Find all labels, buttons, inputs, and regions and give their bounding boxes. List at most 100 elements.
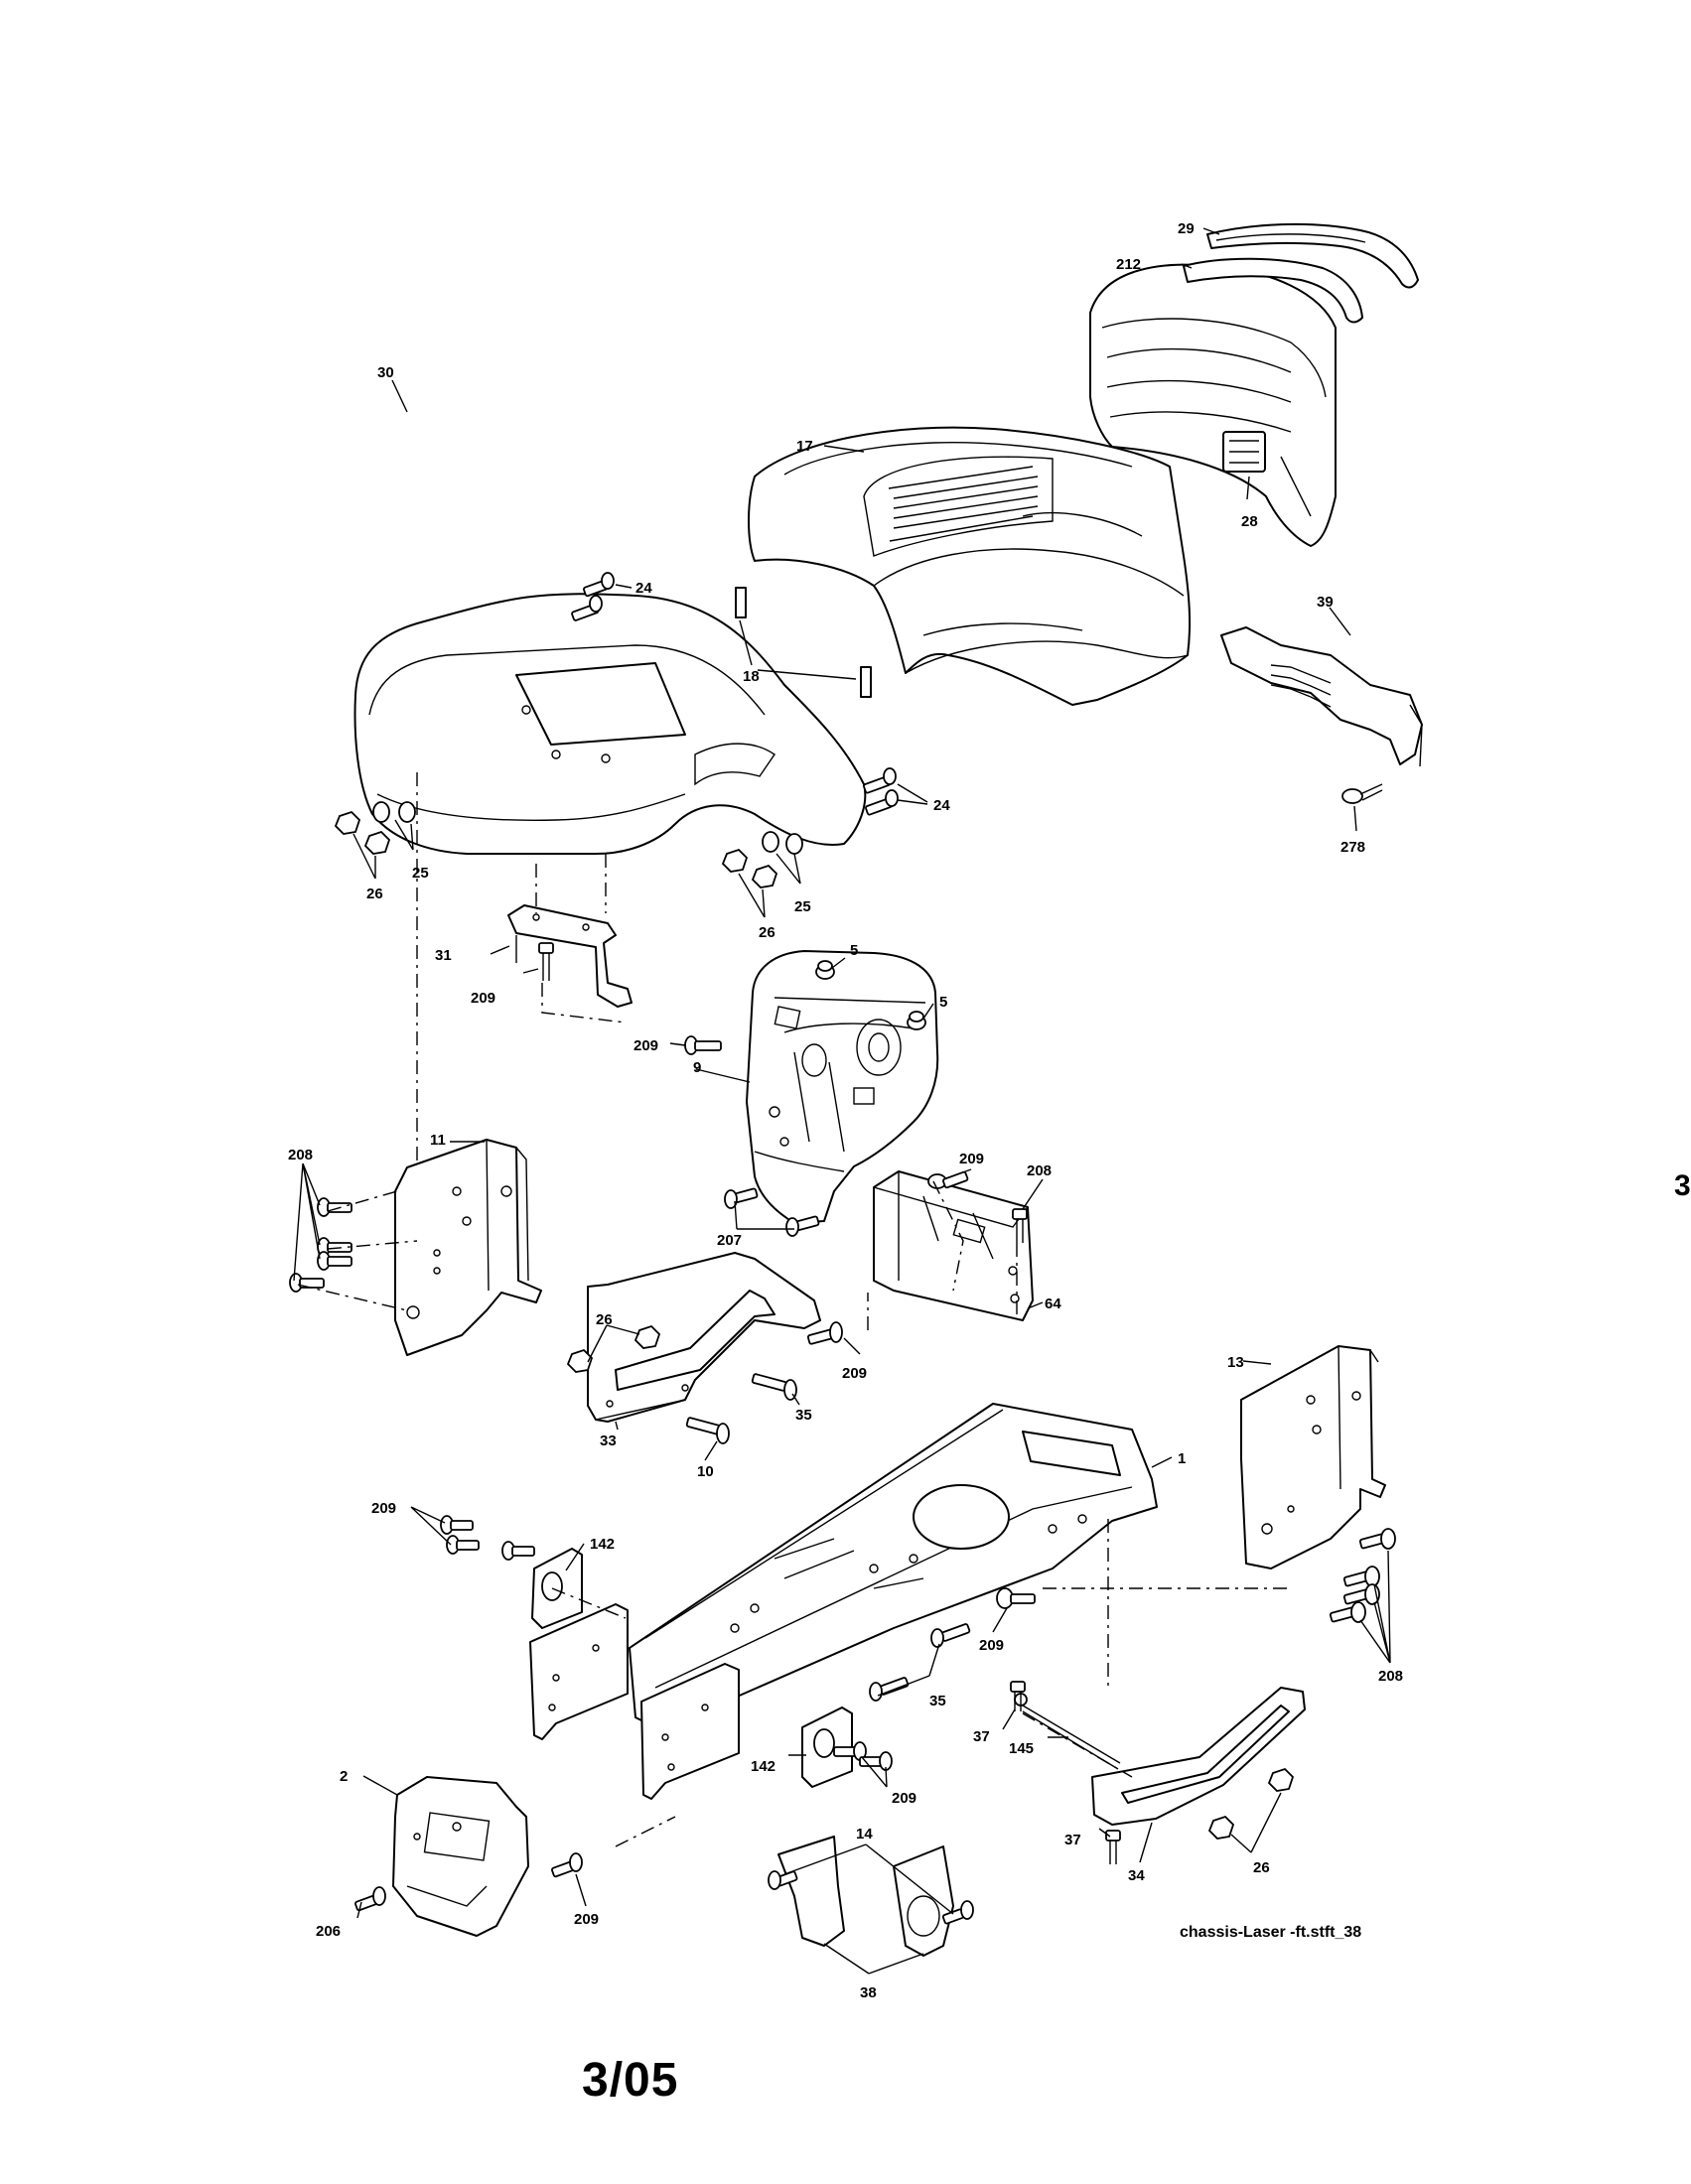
callout-64: 64 <box>1045 1296 1061 1312</box>
frame-hole <box>913 1484 1010 1550</box>
callout-9: 9 <box>693 1059 701 1076</box>
callout-209: 209 <box>979 1637 1004 1654</box>
page-edge-mark: 3 <box>1674 1169 1691 1202</box>
dash-opening <box>515 662 686 746</box>
nuts-26-support33 <box>566 1324 661 1373</box>
callout-142: 142 <box>751 1758 775 1775</box>
callout-18: 18 <box>743 668 760 685</box>
callout-26: 26 <box>596 1311 613 1328</box>
bolts-209-frame <box>440 1515 1036 1609</box>
bolt-37-lower <box>1105 1830 1121 1864</box>
hood-trim-212 <box>1183 257 1363 324</box>
callout-209: 209 <box>574 1911 599 1928</box>
plug-5-upper <box>815 960 835 980</box>
callout-13: 13 <box>1227 1354 1244 1371</box>
diagram-source-label: chassis-Laser -ft.stft_38 <box>1180 1924 1362 1941</box>
bolts-24-lower <box>863 767 899 816</box>
bolt-209-bracket64 <box>927 1170 969 1189</box>
bolts-207 <box>724 1187 820 1237</box>
callout-11: 11 <box>430 1132 446 1149</box>
bolts-209-lower <box>833 1741 893 1771</box>
callout-206: 206 <box>316 1923 341 1940</box>
bolt-209-support33 <box>806 1321 843 1345</box>
callout-209: 209 <box>634 1037 658 1054</box>
leader-lines <box>293 227 1391 1975</box>
bracket-38 <box>777 1836 954 1957</box>
bolt-208-bracket64 <box>1012 1208 1028 1243</box>
page-date: 3/05 <box>582 2054 679 2107</box>
callout-145: 145 <box>1009 1740 1034 1757</box>
callout-28: 28 <box>1241 513 1258 530</box>
callout-33: 33 <box>600 1433 617 1449</box>
callout-35: 35 <box>929 1693 946 1709</box>
frame-opening <box>1022 1431 1121 1476</box>
axle-support-33 <box>587 1252 821 1423</box>
bracket-39 <box>1220 626 1423 767</box>
rod-145 <box>1014 1693 1121 1770</box>
callout-numbers: 29 212 17 28 30 24 18 39 24 278 25 26 25… <box>288 220 1403 2001</box>
hood-vents <box>863 456 1054 557</box>
bolt-10-support33 <box>685 1417 730 1444</box>
callout-142: 142 <box>590 1536 615 1553</box>
bolts-24-upper <box>571 572 615 621</box>
callout-209: 209 <box>371 1500 396 1517</box>
callout-29: 29 <box>1178 220 1195 237</box>
callout-209: 209 <box>842 1365 867 1382</box>
frame-1 <box>629 1403 1158 1728</box>
callout-278: 278 <box>1340 839 1365 856</box>
callout-2: 2 <box>340 1768 348 1785</box>
axle-support-34 <box>1091 1687 1306 1826</box>
callout-209: 209 <box>959 1151 984 1167</box>
callout-209: 209 <box>471 990 495 1007</box>
front-panel-2 <box>392 1776 529 1937</box>
callout-208: 208 <box>1378 1668 1403 1685</box>
callout-208: 208 <box>1027 1162 1052 1179</box>
callout-35: 35 <box>795 1407 812 1424</box>
hood-17 <box>748 426 1192 706</box>
callout-25: 25 <box>412 865 429 882</box>
bolt-209-front <box>551 1852 583 1878</box>
callout-212: 212 <box>1116 256 1141 273</box>
callout-25: 25 <box>794 898 811 915</box>
bolts-35-frame <box>869 1623 971 1702</box>
frame-rail-right <box>640 1663 740 1800</box>
side-plate-13 <box>1240 1345 1386 1570</box>
nuts-washers-left <box>334 801 416 855</box>
nuts-26-rear <box>1207 1767 1295 1840</box>
bolt-209-support9 <box>684 1035 722 1055</box>
callout-5: 5 <box>850 942 858 959</box>
callout-38: 38 <box>860 1984 877 2001</box>
bracket-142-lower <box>801 1706 853 1788</box>
bracket-31 <box>507 904 633 1008</box>
callout-30: 30 <box>377 364 394 381</box>
callout-39: 39 <box>1317 594 1334 611</box>
callout-34: 34 <box>1128 1867 1145 1884</box>
callout-1: 1 <box>1178 1450 1186 1467</box>
callout-10: 10 <box>697 1463 714 1480</box>
callout-14: 14 <box>856 1826 873 1843</box>
callout-207: 207 <box>717 1232 742 1249</box>
callout-37: 37 <box>973 1728 990 1745</box>
nuts-washers-right <box>721 831 803 888</box>
plug-5-lower <box>907 1011 926 1030</box>
bolt-35-support33 <box>751 1373 797 1401</box>
clip-18-lower <box>860 666 872 698</box>
screw-278 <box>1341 783 1383 804</box>
clip-18-upper <box>735 587 747 618</box>
callout-31: 31 <box>435 947 452 964</box>
bolt-209-bracket31 <box>538 942 554 981</box>
callout-26: 26 <box>759 924 775 941</box>
callout-26: 26 <box>366 886 383 902</box>
callout-5: 5 <box>939 994 947 1011</box>
bolts-208-right <box>1329 1528 1396 1623</box>
hood-trim-29 <box>1206 222 1419 289</box>
callout-209: 209 <box>892 1790 916 1807</box>
alignment-lines <box>297 772 1291 1847</box>
bolt-206 <box>354 1886 386 1912</box>
callout-26: 26 <box>1253 1859 1270 1876</box>
side-plate-11 <box>394 1139 542 1356</box>
frame-rail-left <box>529 1603 629 1740</box>
bracket-142-upper <box>531 1548 583 1629</box>
steering-support-9 <box>746 950 939 1224</box>
